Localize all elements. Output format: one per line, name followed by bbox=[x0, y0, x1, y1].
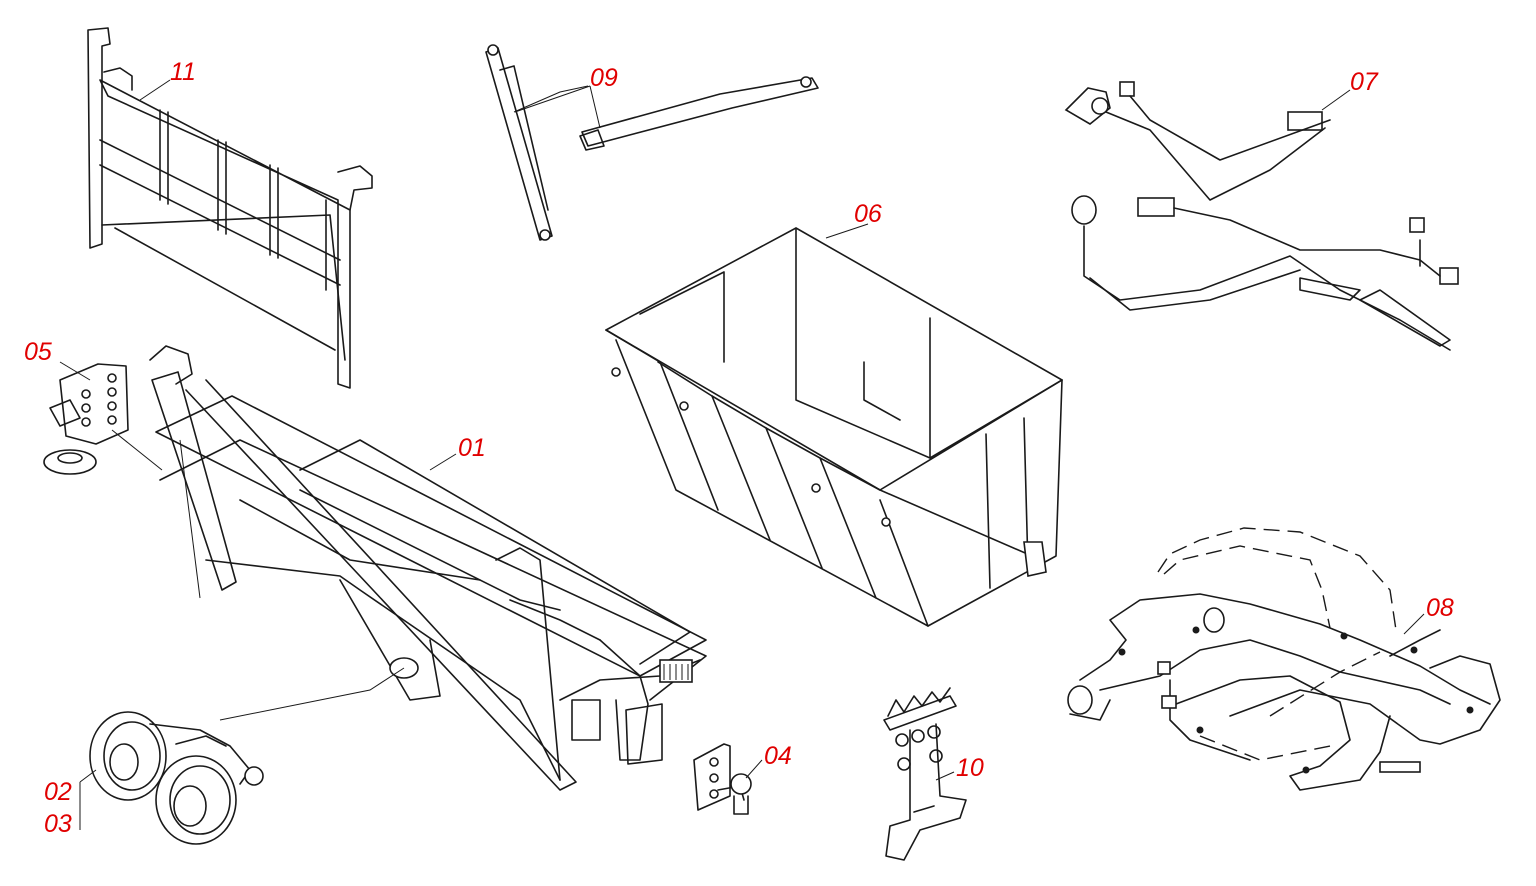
label-part-05: 05 bbox=[24, 338, 52, 366]
label-part-07: 07 bbox=[1350, 68, 1379, 96]
part-labels: 11 09 06 07 05 01 08 04 10 02 03 bbox=[24, 58, 1454, 838]
part-wiring-07 bbox=[1064, 81, 1459, 351]
label-part-11: 11 bbox=[170, 58, 196, 86]
label-part-08: 08 bbox=[1426, 594, 1454, 622]
part-stand-10 bbox=[883, 687, 967, 861]
label-part-01: 01 bbox=[458, 434, 486, 462]
label-part-04: 04 bbox=[764, 742, 792, 770]
part-coupling-04 bbox=[693, 743, 752, 815]
part-cylinders-09 bbox=[485, 44, 819, 241]
part-wheels-02-03 bbox=[89, 711, 264, 845]
part-container-06 bbox=[605, 227, 1063, 627]
part-brakelines-08 bbox=[1067, 527, 1501, 791]
leader-lines bbox=[59, 79, 1425, 830]
label-part-03: 03 bbox=[44, 810, 72, 838]
label-part-09: 09 bbox=[590, 64, 618, 92]
part-chassis-01 bbox=[149, 345, 707, 791]
part-bracket-05 bbox=[43, 363, 129, 475]
label-part-06: 06 bbox=[854, 200, 882, 228]
label-part-02: 02 bbox=[44, 778, 72, 806]
label-part-10: 10 bbox=[956, 754, 984, 782]
part-frame-11 bbox=[87, 27, 373, 389]
